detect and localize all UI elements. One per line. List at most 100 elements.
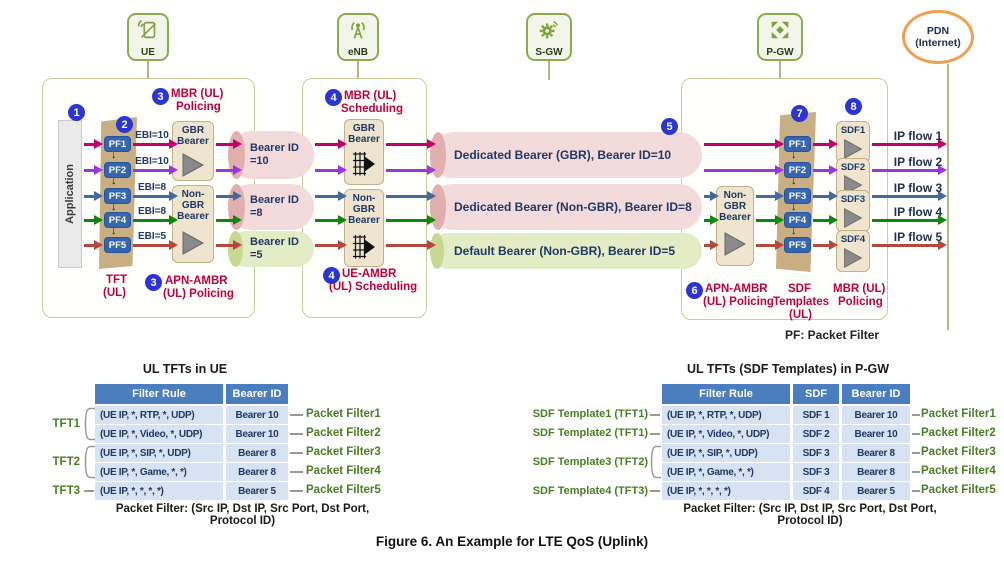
table-cell: Bearer 8 <box>842 463 910 481</box>
packet-filter-label: Packet Filter4 <box>306 465 381 477</box>
pgw-mbr-heading: MBR (UL) <box>833 283 886 295</box>
dedicated-bearer-label: Dedicated Bearer (GBR), Bearer ID=10 <box>454 148 672 162</box>
ebi-label: EBI=10 <box>135 130 169 141</box>
connector-dash <box>84 490 94 492</box>
sdf-policer-box: SDF3 <box>836 190 870 232</box>
box-label: GBR <box>723 201 747 212</box>
pf-box: PF4 <box>104 212 131 228</box>
antenna-icon <box>346 18 370 47</box>
table-cell: Bearer 8 <box>842 444 910 462</box>
ip-flow-label: IP flow 5 <box>893 230 943 244</box>
table-cell: Bearer 5 <box>842 482 910 500</box>
flow-arrow-head <box>427 190 436 201</box>
packet-filter-label: Packet Filter2 <box>306 427 381 439</box>
table-cell: Bearer 10 <box>842 425 910 443</box>
left-table-title: UL TFTs in UE <box>142 362 228 376</box>
flow-arrow-head <box>94 239 103 250</box>
step-badge-4: 4 <box>325 89 342 106</box>
device-label: P-GW <box>766 47 794 58</box>
down-arrow-icon: ↓ <box>111 149 117 161</box>
box-label: Non- <box>723 190 747 201</box>
bearer-tube-label: Bearer ID=8 <box>250 194 299 219</box>
table-cell: (UE IP, *, RTP, *, UDP) <box>662 406 790 424</box>
table-cell: (UE IP, *, SIP, *, UDP) <box>662 444 790 462</box>
flow-arrow-head <box>169 214 178 225</box>
flow-arrow <box>84 243 94 247</box>
tft-group-label: TFT2 <box>52 456 80 468</box>
dedicated-bearer-tube <box>430 184 702 230</box>
table-cell: SDF 2 <box>793 425 839 443</box>
ue-gbr-bearer-box: GBR Bearer <box>172 121 214 181</box>
column-header: Bearer ID <box>842 384 910 404</box>
table-cell: Bearer 8 <box>226 463 288 481</box>
flow-arrow-head <box>938 164 947 175</box>
enb-non-gbr-scheduler-box: Non- GBR Bearer <box>344 189 384 267</box>
pf-box: PF2 <box>104 162 131 178</box>
packet-filter-note: Packet Filter: (Src IP, Dst IP, Src Port… <box>115 503 370 527</box>
table-cell: Bearer 10 <box>226 406 288 424</box>
down-arrow-icon: ↓ <box>111 175 117 187</box>
step-badge-4b: 4 <box>323 267 340 284</box>
policer-triangle-icon <box>844 174 863 196</box>
connector-dash <box>912 414 920 416</box>
sgw-connector-line <box>548 61 550 80</box>
flow-arrow-head <box>710 190 719 201</box>
flow-arrow-head <box>233 239 242 250</box>
down-arrow-icon: ↓ <box>111 201 117 213</box>
flow-arrow <box>756 218 775 222</box>
sgw-node: S-GW <box>526 13 572 61</box>
flow-arrow <box>315 168 338 172</box>
ebi-label: EBI=5 <box>137 231 167 242</box>
flow-arrow <box>813 218 829 222</box>
pf-box: PF3 <box>104 188 131 204</box>
flow-arrow <box>386 194 427 198</box>
pgw-mbr-heading: Policing <box>838 296 883 308</box>
flow-arrow-head <box>427 239 436 250</box>
table-cell: (UE IP, *, *, *, *) <box>95 482 223 500</box>
flow-arrow <box>386 243 427 247</box>
flow-arrow-head <box>938 214 947 225</box>
flow-arrow <box>872 243 938 247</box>
table-cell: Bearer 8 <box>226 444 288 462</box>
flow-arrow-head <box>94 214 103 225</box>
pf-box: PF5 <box>784 237 811 253</box>
sdf-policer-box: SDF1 <box>836 121 870 163</box>
ip-flow-label: IP flow 2 <box>893 155 943 169</box>
flow-arrow <box>872 168 938 172</box>
packet-filter-label: Packet Filter2 <box>921 427 996 439</box>
device-label: UE <box>141 47 155 58</box>
box-label: Bearer <box>348 215 380 226</box>
policer-triangle-icon <box>844 247 863 269</box>
enb-mbr-heading: MBR (UL) <box>344 90 397 102</box>
connector-dash <box>290 433 303 435</box>
box-label: Bearer <box>719 212 751 223</box>
table-cell: Bearer 10 <box>842 406 910 424</box>
sdf-templates-heading: Templates <box>773 296 830 308</box>
flow-arrow-head <box>829 164 838 175</box>
column-header: SDF <box>793 384 839 404</box>
ebi-label: EBI=8 <box>137 182 167 193</box>
policer-triangle-icon <box>724 232 747 256</box>
down-arrow-icon: ↓ <box>791 201 797 213</box>
box-label: GBR <box>181 200 205 211</box>
sdf-label: SDF3 <box>840 194 866 205</box>
ue-connector-line <box>147 61 149 78</box>
table-cell: (UE IP, *, Game, *, *) <box>95 463 223 481</box>
application-label: Application <box>64 164 76 224</box>
box-label: GBR <box>352 204 376 215</box>
figure-caption: Figure 6. An Example for LTE QoS (Uplink… <box>375 534 649 549</box>
ue-non-gbr-bearer-box: Non- GBR Bearer <box>172 185 214 263</box>
ebi-label: EBI=8 <box>137 206 167 217</box>
pgw-apn-heading: (UL) Policing <box>703 296 774 308</box>
flow-arrow-head <box>775 190 784 201</box>
table-cell: (UE IP, *, Game, *, *) <box>662 463 790 481</box>
policer-triangle-icon <box>182 231 205 255</box>
connector-dash <box>912 433 920 435</box>
pgw-non-gbr-bearer-box: Non- GBR Bearer <box>716 186 754 266</box>
group-bracket <box>84 445 95 479</box>
connector-dash <box>912 452 920 454</box>
step-badge-3b: 3 <box>145 274 162 291</box>
step-badge-7: 7 <box>791 105 808 122</box>
pf-box: PF2 <box>784 162 811 178</box>
ip-flow-label: IP flow 4 <box>893 205 943 219</box>
